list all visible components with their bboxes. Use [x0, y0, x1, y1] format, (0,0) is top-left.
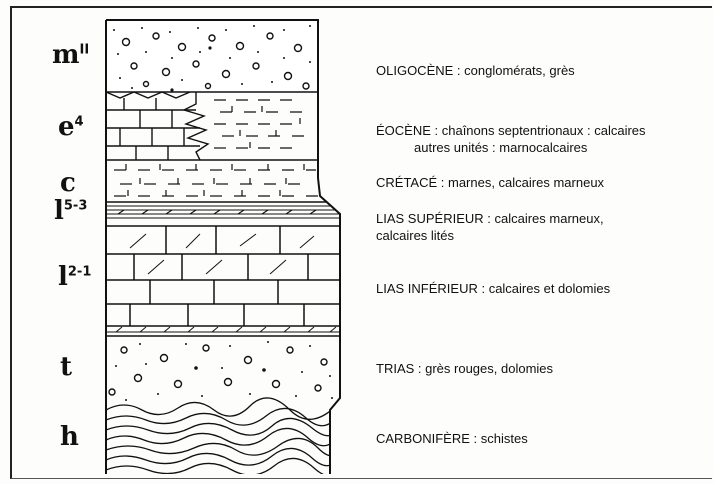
label-line: TRIAS : grès rouges, dolomies — [376, 360, 553, 377]
label-line: autres unités : marnocalcaires — [376, 139, 646, 156]
symbol-lias-inferieur: l2-1 — [58, 262, 91, 292]
trias-layer — [109, 341, 333, 401]
lias-superieur-layer — [106, 206, 346, 226]
lias-inferieur-layer — [106, 226, 346, 332]
symbol-lias-superieur: l5-3 — [54, 196, 87, 226]
oligocene-layer — [106, 20, 346, 92]
label-line: ÉOCÈNE : chaînons septentrionaux : calca… — [376, 122, 646, 139]
symbol-cretace: c — [60, 168, 76, 198]
label-oligocene: OLIGOCÈNE : conglomérats, grès — [376, 62, 575, 79]
label-lias-superieur: LIAS SUPÉRIEUR : calcaires marneux, calc… — [376, 210, 604, 244]
carbonifere-layer — [106, 398, 340, 476]
symbol-trias: t — [60, 352, 72, 382]
label-line: OLIGOCÈNE : conglomérats, grès — [376, 62, 575, 79]
label-trias: TRIAS : grès rouges, dolomies — [376, 360, 553, 377]
cretace-layer — [114, 164, 318, 196]
label-eocene: ÉOCÈNE : chaînons septentrionaux : calca… — [376, 122, 646, 156]
label-cretace: CRÉTACÉ : marnes, calcaires marneux — [376, 174, 604, 191]
eocene-layer — [106, 92, 304, 160]
label-line: CRÉTACÉ : marnes, calcaires marneux — [376, 174, 604, 191]
label-line: calcaires lités — [376, 227, 604, 244]
label-carbonifere: CARBONIFÈRE : schistes — [376, 430, 528, 447]
label-lias-inferieur: LIAS INFÉRIEUR : calcaires et dolomies — [376, 280, 610, 297]
label-line: LIAS SUPÉRIEUR : calcaires marneux, — [376, 210, 604, 227]
label-line: LIAS INFÉRIEUR : calcaires et dolomies — [376, 280, 610, 297]
label-line: CARBONIFÈRE : schistes — [376, 430, 528, 447]
symbol-eocene: e4 — [58, 112, 84, 142]
symbol-carbonifere: h — [60, 422, 79, 452]
symbol-oligocene: mII — [52, 40, 89, 70]
